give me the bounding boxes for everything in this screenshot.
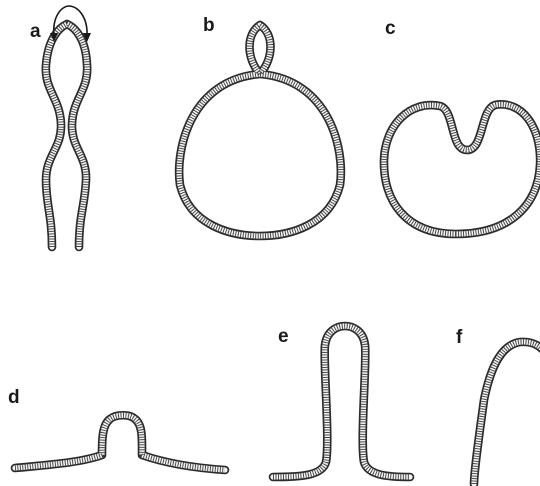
- panel-b-label: b: [203, 15, 215, 36]
- panel-c-ribbon: [384, 104, 540, 234]
- panel-e: e: [273, 326, 410, 477]
- panel-f-label: f: [456, 327, 463, 348]
- panel-a-ribbon: [46, 24, 87, 247]
- panel-e-label: e: [278, 326, 289, 347]
- panel-c-label: c: [385, 18, 396, 39]
- panel-a: a: [30, 6, 91, 247]
- panel-d-ribbon: [15, 415, 225, 470]
- panel-b: b: [179, 15, 341, 236]
- panel-e-ribbon: [273, 326, 410, 477]
- panel-f: f: [456, 327, 540, 484]
- panel-c: c: [384, 18, 540, 234]
- panel-f-ribbon: [474, 342, 540, 484]
- panel-a-label: a: [30, 21, 41, 42]
- panel-d-label: d: [8, 387, 20, 408]
- panel-d: d: [8, 387, 225, 470]
- panel-b-ribbon: [179, 25, 341, 236]
